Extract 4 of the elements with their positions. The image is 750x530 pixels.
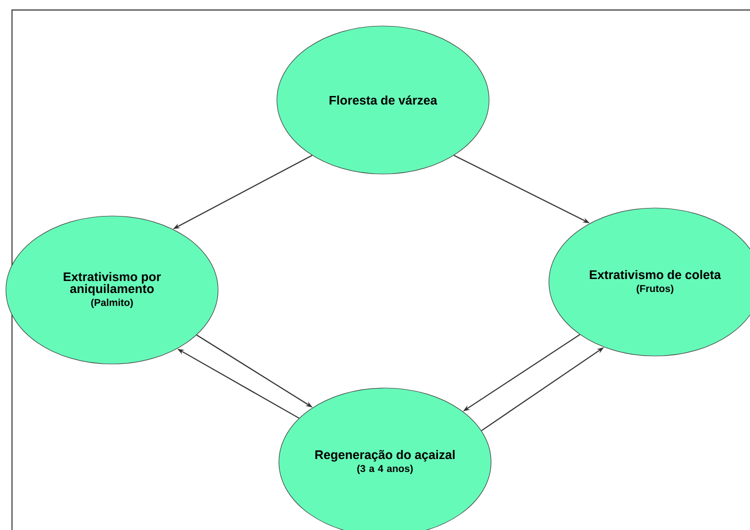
ellipse-node: Regeneração do açaizal (3 a 4 anos) [278, 388, 492, 530]
ellipse-node: Floresta de várzea [276, 26, 490, 174]
ellipse-node: Extrativismo de coleta (Frutos) [548, 208, 750, 356]
ellipse-node: Extrativismo por aniquilamento (Palmito) [6, 216, 218, 364]
